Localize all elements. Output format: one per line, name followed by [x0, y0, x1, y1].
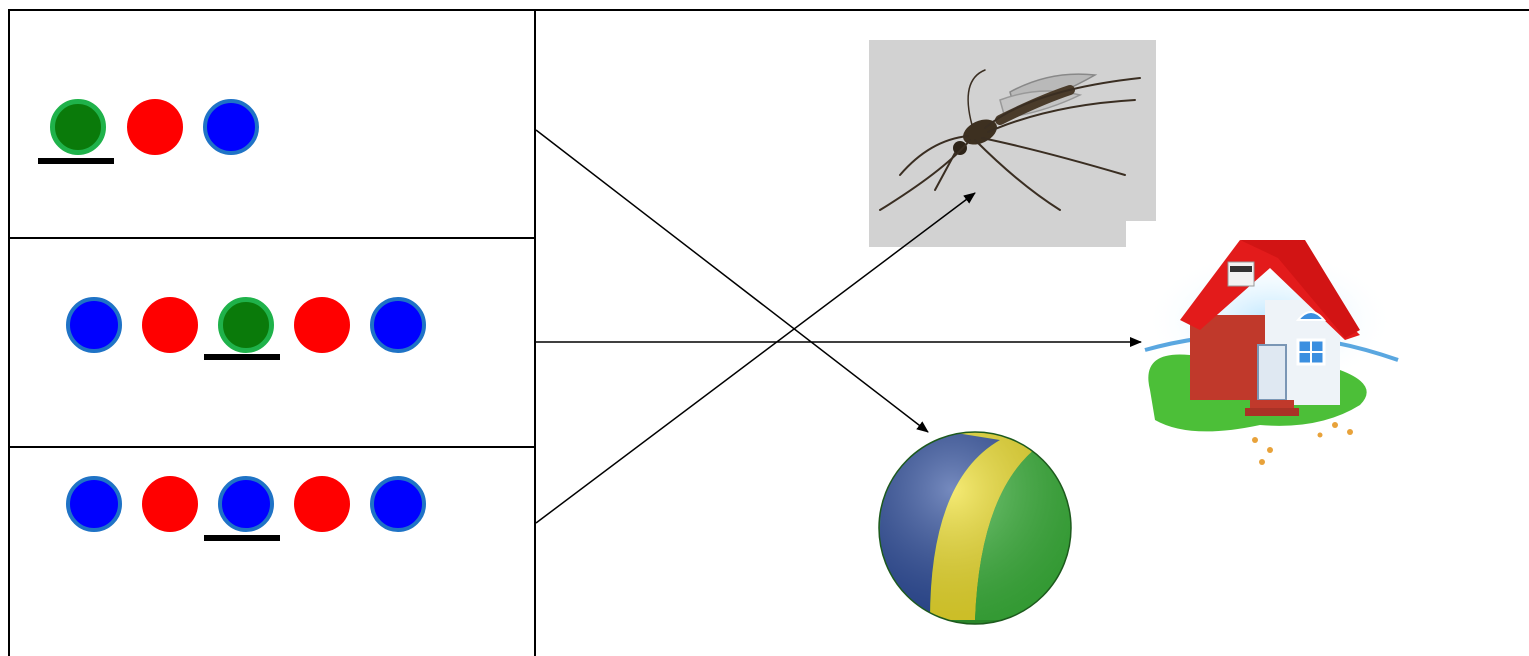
table-border-right	[534, 9, 536, 656]
consonant-dot-red	[127, 99, 183, 155]
vowel-dot-green	[218, 297, 274, 353]
row-divider-1	[8, 237, 536, 239]
stress-underline	[38, 158, 114, 164]
vowel-dot-red	[142, 476, 198, 532]
table-border-left	[8, 9, 10, 656]
stress-underline	[204, 354, 280, 360]
house-icon	[1144, 240, 1399, 465]
vowel-dot-red	[294, 476, 350, 532]
mosquito-icon	[879, 69, 1141, 211]
row-divider-2	[8, 446, 536, 448]
ball-icon	[878, 431, 1072, 625]
vowel-dot-green	[50, 99, 106, 155]
ball-picture	[878, 431, 1072, 625]
mosquito-picture	[869, 40, 1156, 247]
stress-underline	[204, 535, 280, 541]
consonant-dot-blue	[66, 476, 122, 532]
arrow-row1-to-ball	[535, 129, 929, 433]
vowel-dot-red	[142, 297, 198, 353]
consonant-dot-blue	[370, 297, 426, 353]
house-picture	[1144, 240, 1399, 465]
consonant-dot-blue	[66, 297, 122, 353]
arrow-row3-to-mosquito	[535, 192, 976, 524]
vowel-dot-red	[294, 297, 350, 353]
table-border-top	[8, 9, 1529, 11]
consonant-dot-blue	[370, 476, 426, 532]
consonant-dot-blue	[203, 99, 259, 155]
consonant-dot-blue	[218, 476, 274, 532]
